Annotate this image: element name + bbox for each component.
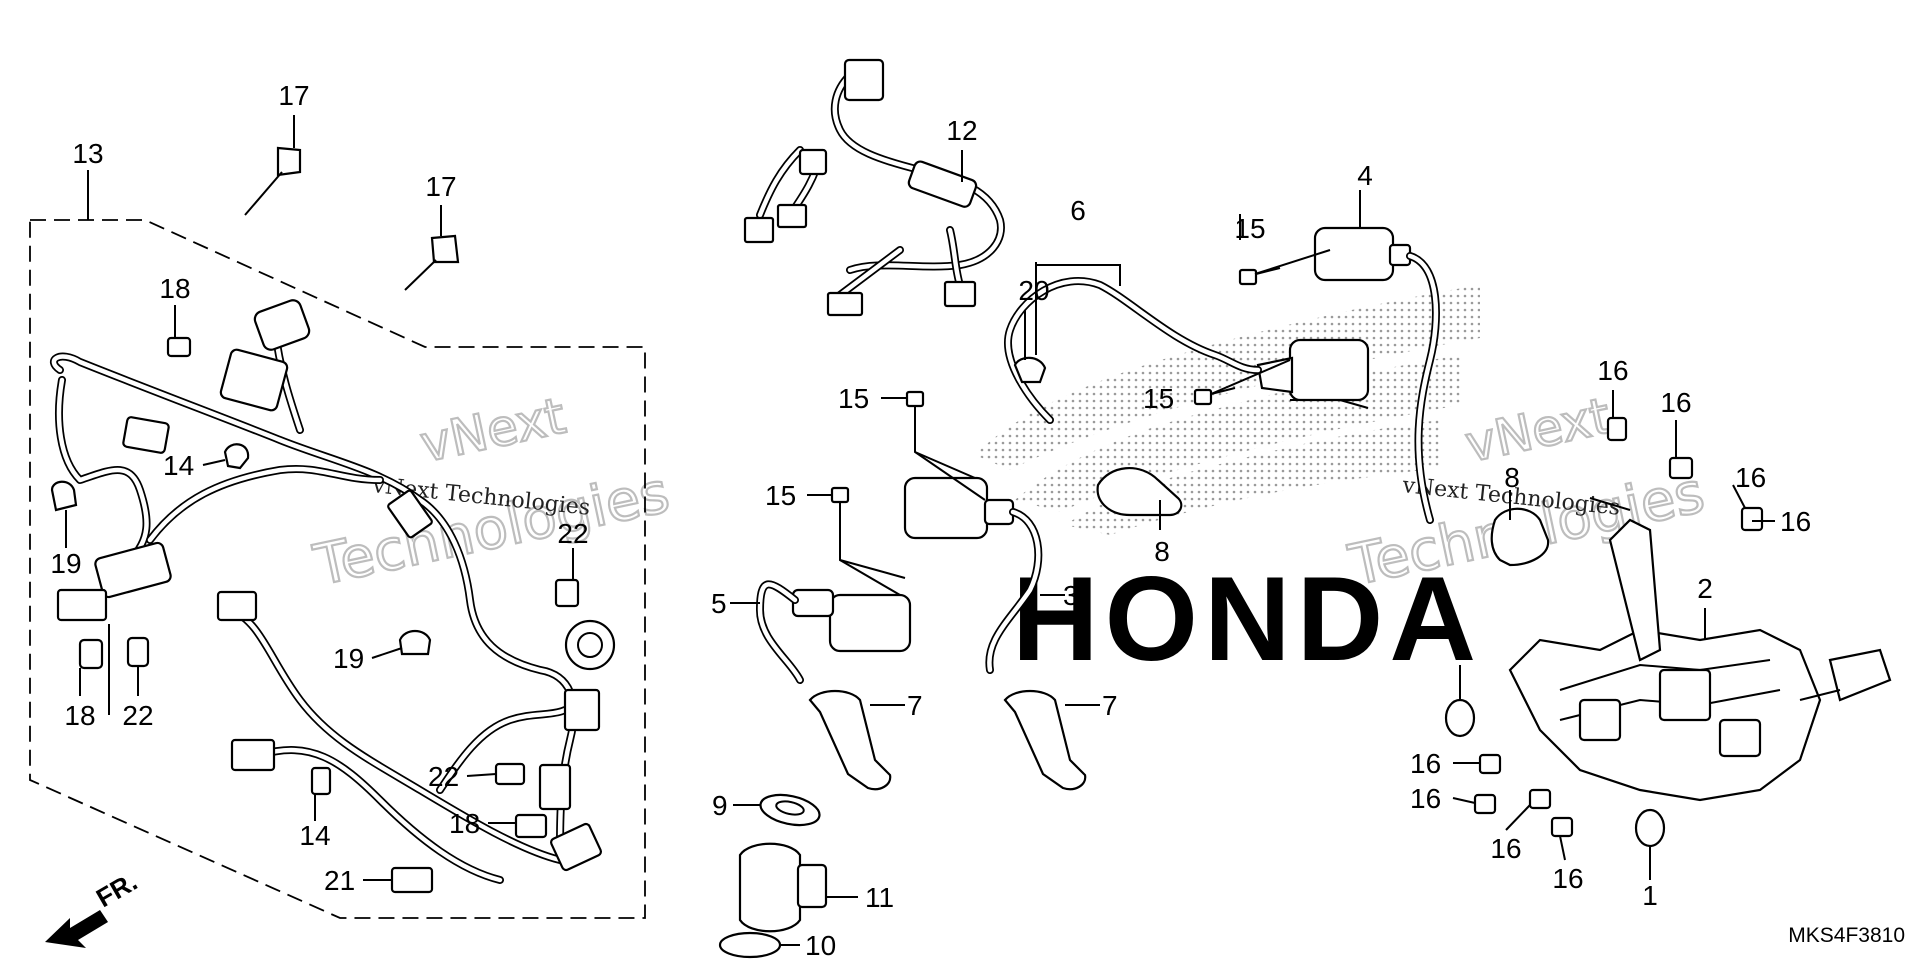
svg-text:FR.: FR. xyxy=(91,866,142,913)
leader-lines xyxy=(65,115,1775,946)
callout-16b: 16 xyxy=(1660,387,1691,418)
callout-5: 5 xyxy=(711,588,727,619)
callout-19a: 19 xyxy=(50,548,81,579)
callout-19b: 19 xyxy=(333,643,364,674)
callout-14b: 14 xyxy=(299,820,330,851)
svg-text:HONDA: HONDA xyxy=(1012,552,1482,686)
callout-16d: 16 xyxy=(1780,506,1811,537)
callout-8a: 8 xyxy=(1154,536,1170,567)
callout-11: 11 xyxy=(865,882,894,913)
callout-22c: 22 xyxy=(428,761,459,792)
sub-harness xyxy=(743,58,1005,317)
callout-21: 21 xyxy=(324,865,355,896)
watermark-left: vNext Technologies vNext Technologies xyxy=(307,386,676,600)
callout-7a: 7 xyxy=(907,690,923,721)
plug-cap-7 xyxy=(808,689,1087,791)
callout-16e: 16 xyxy=(1410,748,1441,779)
front-direction-arrow: FR. xyxy=(45,866,142,948)
grommets xyxy=(718,793,828,959)
callout-6: 6 xyxy=(1070,195,1086,226)
watermark-right: vNext Technologies vNext Technologies xyxy=(1342,386,1711,600)
callout-17b: 17 xyxy=(425,171,456,202)
callout-16h: 16 xyxy=(1552,863,1583,894)
callout-18a: 18 xyxy=(159,273,190,304)
callout-18b: 18 xyxy=(64,700,95,731)
callout-15c: 15 xyxy=(838,383,869,414)
cable-ties xyxy=(244,146,460,291)
callout-16a: 16 xyxy=(1597,355,1628,386)
callout-labels: 17 17 13 18 14 19 22 18 22 19 22 18 14 2… xyxy=(50,80,1811,961)
callout-13: 13 xyxy=(72,138,103,169)
callout-18c: 18 xyxy=(449,808,480,839)
callout-2: 2 xyxy=(1697,573,1713,604)
svg-text:vNext: vNext xyxy=(1460,387,1615,474)
clip-parts xyxy=(50,336,580,894)
svg-text:vNext: vNext xyxy=(415,387,570,474)
callout-16c: 16 xyxy=(1735,462,1766,493)
ignition-coil-6 xyxy=(756,476,1043,684)
main-wire-harness xyxy=(50,299,616,884)
callout-15d: 15 xyxy=(765,480,796,511)
callout-10: 10 xyxy=(805,930,836,960)
callout-12: 12 xyxy=(946,115,977,146)
callout-1a: 1 xyxy=(1454,635,1470,666)
callout-20: 20 xyxy=(1018,275,1049,306)
diagram-code: MKS4F3810 xyxy=(1788,924,1905,947)
callout-14a: 14 xyxy=(163,450,194,481)
callout-16g: 16 xyxy=(1490,833,1521,864)
assembly-boundary-13 xyxy=(29,219,646,919)
callout-8b: 8 xyxy=(1504,462,1520,493)
callout-4: 4 xyxy=(1357,160,1373,191)
callout-15b: 15 xyxy=(1143,383,1174,414)
bracket-2 xyxy=(1508,518,1892,802)
callout-17a: 17 xyxy=(278,80,309,111)
callout-15a: 15 xyxy=(1234,213,1265,244)
callout-3: 3 xyxy=(1063,580,1079,611)
callout-22a: 22 xyxy=(557,518,588,549)
honda-wing-watermark: HONDA xyxy=(975,285,1482,686)
callout-16f: 16 xyxy=(1410,783,1441,814)
nuts-16 xyxy=(1473,416,1764,838)
callout-1b: 1 xyxy=(1642,880,1658,911)
ignition-coil-4 xyxy=(1004,226,1440,524)
callout-7b: 7 xyxy=(1102,690,1118,721)
callout-22b: 22 xyxy=(122,700,153,731)
callout-9: 9 xyxy=(712,790,728,821)
